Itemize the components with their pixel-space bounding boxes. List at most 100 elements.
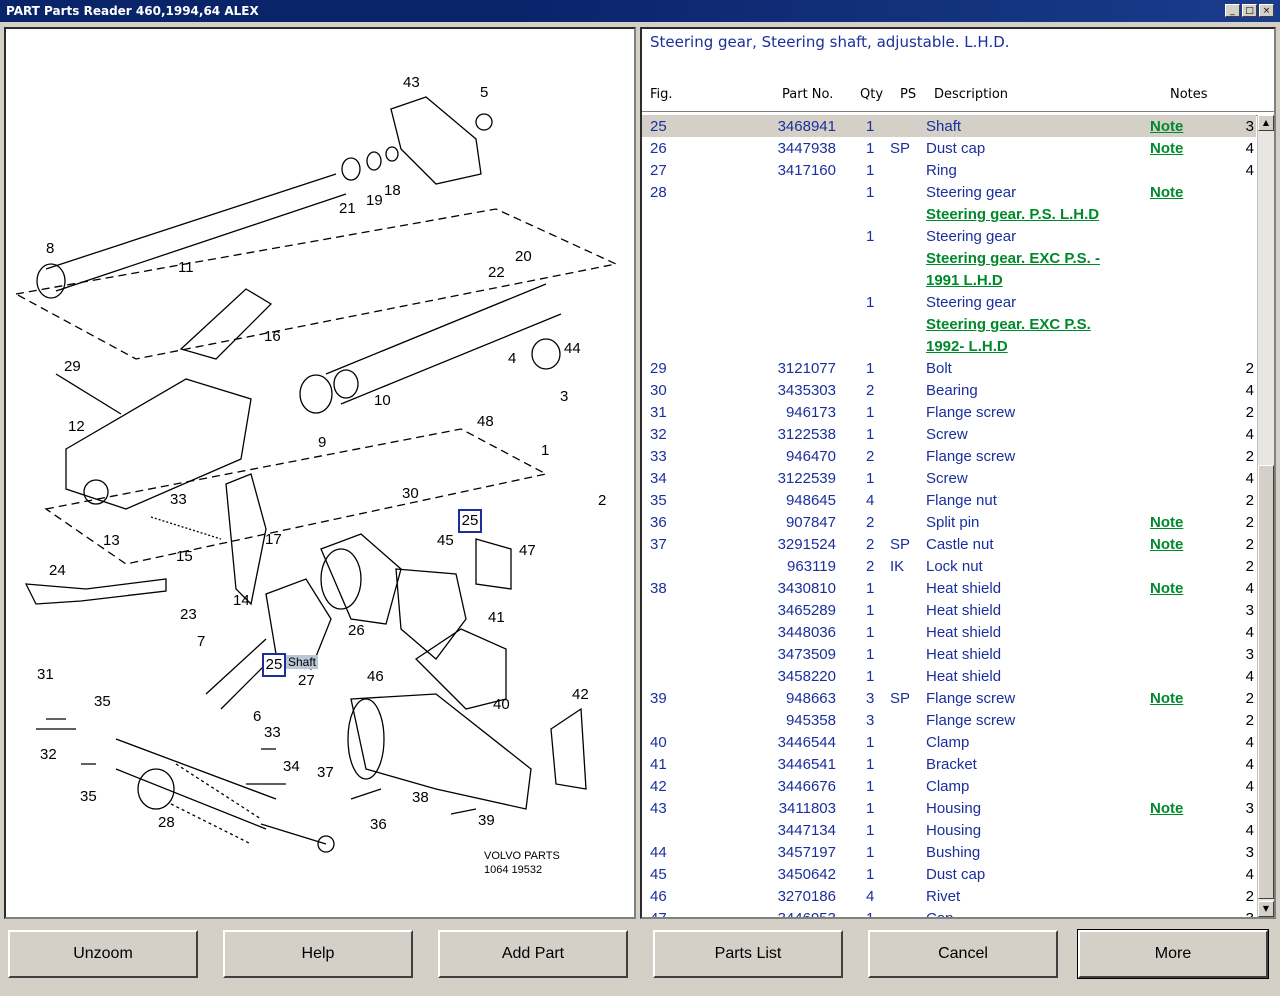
table-row[interactable]: Steering gear. EXC P.S. <box>642 313 1256 335</box>
row-description: Clamp <box>926 778 970 795</box>
parts-list-panel: Steering gear, Steering shaft, adjustabl… <box>640 27 1276 919</box>
row-part-no: 3121077 <box>777 360 836 377</box>
callout-25-lower[interactable]: 25 <box>262 653 286 677</box>
diagram-label: 48 <box>477 413 494 430</box>
row-note-link[interactable]: Note <box>1150 184 1184 201</box>
row-ps: SP <box>890 140 911 157</box>
close-button[interactable]: × <box>1259 4 1274 17</box>
row-fig: 32 <box>650 426 667 443</box>
row-description[interactable]: 1992- L.H.D <box>926 338 1008 355</box>
table-row[interactable]: 1991 L.H.D <box>642 269 1256 291</box>
unzoom-button[interactable]: Unzoom <box>8 930 198 978</box>
scroll-thumb[interactable] <box>1258 465 1274 899</box>
row-description[interactable]: Steering gear. P.S. L.H.D <box>926 206 1100 223</box>
table-row[interactable]: 1992- L.H.D <box>642 335 1256 357</box>
row-note-link[interactable]: Note <box>1150 580 1184 597</box>
scroll-up-icon[interactable]: ▲ <box>1258 115 1274 131</box>
row-part-no: 946173 <box>785 404 836 421</box>
row-description: Castle nut <box>926 536 994 553</box>
row-description[interactable]: 1991 L.H.D <box>926 272 1003 289</box>
diagram-label: 7 <box>197 633 205 650</box>
row-qty: 1 <box>866 734 875 751</box>
row-note-link[interactable]: Note <box>1150 140 1184 157</box>
row-note-link[interactable]: Note <box>1150 118 1184 135</box>
table-row[interactable]: Steering gear. P.S. L.H.D <box>642 203 1256 225</box>
row-part-no: 3473509 <box>777 646 836 663</box>
row-notes-count: 2 <box>1245 690 1254 707</box>
row-description: Heat shield <box>926 668 1002 685</box>
diagram-label: 17 <box>265 531 282 548</box>
row-notes-count: 3 <box>1245 646 1254 663</box>
row-qty: 1 <box>866 580 875 597</box>
diagram-label: 47 <box>519 542 536 559</box>
add-part-button[interactable]: Add Part <box>438 930 628 978</box>
volvo-parts-logo: VOLVO PARTS 1064 19532 <box>484 849 560 877</box>
exploded-diagram[interactable]: 43 5 8 11 21 19 18 20 22 16 29 12 10 9 4… <box>4 27 636 919</box>
minimize-button[interactable]: _ <box>1225 4 1240 17</box>
row-ps: SP <box>890 536 911 553</box>
row-part-no: 3270186 <box>777 888 836 905</box>
button-bar: Unzoom Help Add Part Parts List Cancel M… <box>0 922 1280 996</box>
row-description[interactable]: Steering gear. EXC P.S. <box>926 316 1091 333</box>
diagram-label: 41 <box>488 609 505 626</box>
diagram-label: 9 <box>318 434 326 451</box>
parts-list-button[interactable]: Parts List <box>653 930 843 978</box>
callout-25-upper[interactable]: 25 <box>458 509 482 533</box>
scroll-down-icon[interactable]: ▼ <box>1258 901 1274 917</box>
row-note-link[interactable]: Note <box>1150 536 1184 553</box>
diagram-label: 42 <box>572 686 589 703</box>
help-button[interactable]: Help <box>223 930 413 978</box>
row-description: Shaft <box>926 118 962 135</box>
table-row[interactable]: Steering gear. EXC P.S. - <box>642 247 1256 269</box>
row-description[interactable]: Steering gear. EXC P.S. - <box>926 250 1100 267</box>
diagram-label: 10 <box>374 392 391 409</box>
header-fig: Fig. <box>650 87 673 102</box>
more-button[interactable]: More <box>1077 929 1269 979</box>
diagram-label: 33 <box>264 724 281 741</box>
diagram-label: 26 <box>348 622 365 639</box>
row-fig: 29 <box>650 360 667 377</box>
row-qty: 2 <box>866 382 875 399</box>
vertical-scrollbar[interactable]: ▲ ▼ <box>1257 115 1274 917</box>
row-ps: IK <box>890 558 905 575</box>
row-note-link[interactable]: Note <box>1150 514 1184 531</box>
row-qty: 1 <box>866 822 875 839</box>
row-note-link[interactable]: Note <box>1150 690 1184 707</box>
row-note-link[interactable]: Note <box>1150 800 1184 817</box>
row-notes-count: 3 <box>1245 800 1254 817</box>
cancel-button[interactable]: Cancel <box>868 930 1058 978</box>
maximize-button[interactable]: □ <box>1242 4 1257 17</box>
